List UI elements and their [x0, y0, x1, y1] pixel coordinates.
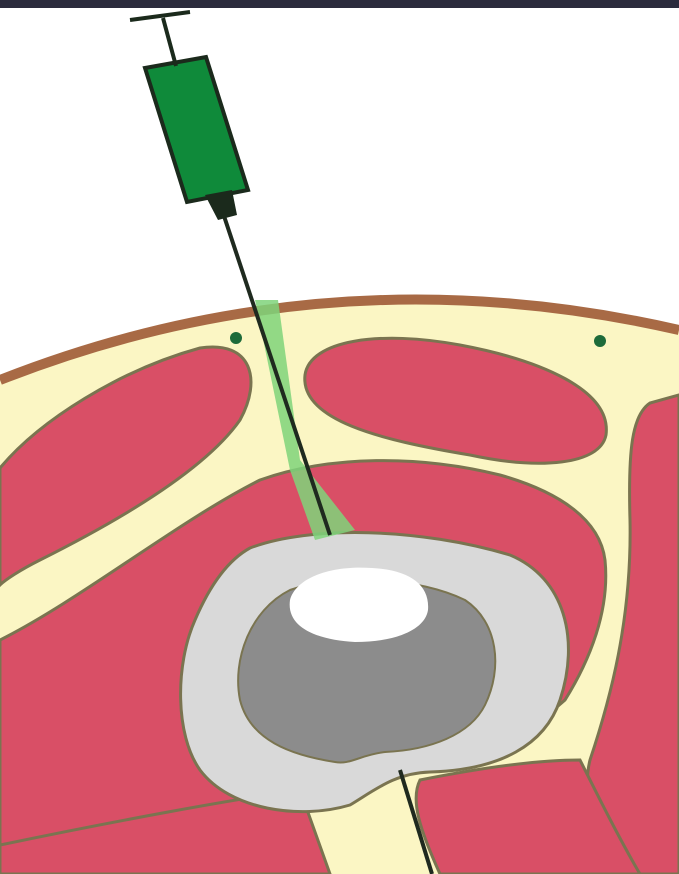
plunger-handle [130, 12, 190, 20]
plunger-rod [163, 18, 176, 66]
syringe-barrel [145, 57, 248, 202]
syringe-tip [205, 190, 237, 220]
nerve-dot-left [230, 332, 242, 344]
syringe-icon [130, 12, 248, 220]
nerve-dot-right [594, 335, 606, 347]
marrow-highlight [290, 568, 428, 642]
